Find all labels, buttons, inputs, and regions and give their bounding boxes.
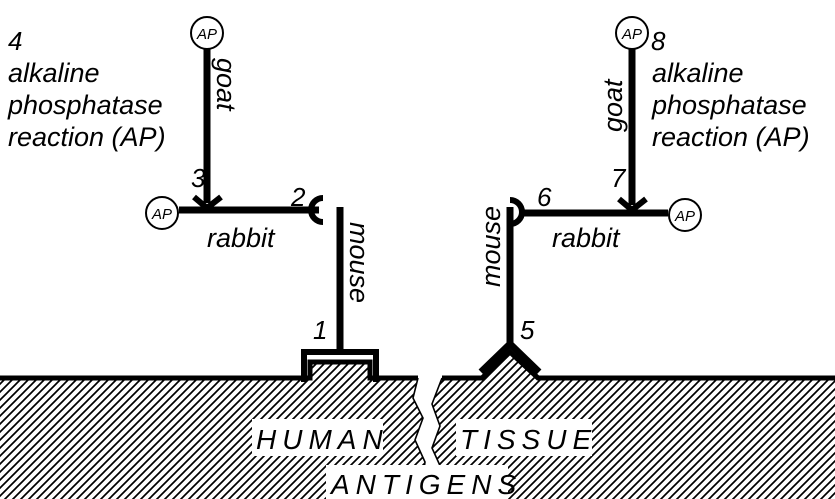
right-step-8: 8 xyxy=(651,26,666,56)
right-rabbit-label: rabbit xyxy=(552,223,621,253)
left-reaction-line-3: reaction (AP) xyxy=(8,122,166,152)
left-step-2: 2 xyxy=(290,182,306,212)
tissue-word-human: HUMAN xyxy=(256,424,389,455)
tissue-word-tissue: TISSUE xyxy=(460,424,597,455)
left-goat-label: goat xyxy=(211,58,241,112)
right-ap-top-label: AP xyxy=(621,26,642,43)
tissue-block: HUMAN TISSUE ANTIGENS xyxy=(0,352,835,499)
right-reaction-line-1: alkaline xyxy=(652,58,744,88)
left-rabbit-label: rabbit xyxy=(207,223,276,253)
left-ap-side-label: AP xyxy=(151,206,172,223)
left-ap-top-label: AP xyxy=(196,26,217,43)
left-reaction-line-1: alkaline xyxy=(8,58,100,88)
left-step-1: 1 xyxy=(313,315,327,345)
right-antibody-assembly: mouse rabbit AP goat AP 5 6 7 8 alkaline… xyxy=(476,17,810,372)
left-antibody-assembly: mouse rabbit AP goat AP 1 2 3 4 alkaline… xyxy=(7,17,376,382)
left-mouse-label: mouse xyxy=(344,222,374,303)
right-ap-side-label: AP xyxy=(674,208,695,225)
right-step-6: 6 xyxy=(537,182,552,212)
right-step-7: 7 xyxy=(611,163,627,193)
tissue-word-antigens: ANTIGENS xyxy=(329,469,522,499)
right-reaction-line-2: phosphatase xyxy=(651,90,807,120)
right-mouse-label: mouse xyxy=(476,206,506,287)
left-step-3: 3 xyxy=(191,163,206,193)
right-reaction-line-3: reaction (AP) xyxy=(652,122,810,152)
right-step-5: 5 xyxy=(520,315,535,345)
left-step-4: 4 xyxy=(8,26,22,56)
left-reaction-line-2: phosphatase xyxy=(7,90,163,120)
right-goat-label: goat xyxy=(598,78,628,132)
